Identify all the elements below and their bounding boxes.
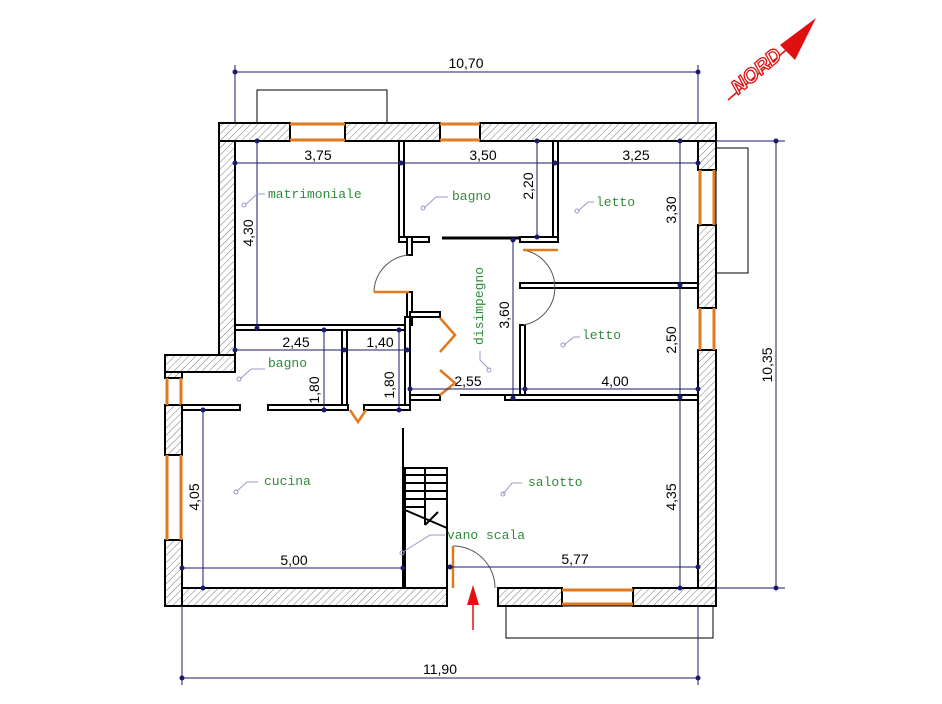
dim-ripostiglio-width: 1,40 — [366, 334, 393, 350]
room-letto-2: letto — [582, 328, 621, 343]
entrance-arrow-icon — [467, 585, 479, 630]
room-disimpegno: disimpegno — [472, 267, 487, 345]
windows — [165, 122, 716, 606]
room-labels: matrimoniale bagno letto disimpegno lett… — [233, 187, 635, 556]
room-salotto: salotto — [528, 475, 583, 490]
room-vano-scala: vano scala — [447, 528, 525, 543]
dim-ripostiglio-height: 1,80 — [381, 371, 397, 398]
dim-bagno-height: 2,20 — [520, 172, 536, 199]
dim-letto2-width: 4,00 — [601, 373, 628, 389]
dim-letto2-height: 2,50 — [663, 326, 679, 353]
room-matrimoniale: matrimoniale — [268, 187, 362, 202]
staircase — [402, 428, 448, 589]
dim-letto-width: 3,25 — [622, 147, 649, 163]
dim-disimpegno-width: 2,55 — [454, 373, 481, 389]
dim-overall-top: 10,70 — [448, 55, 483, 71]
dim-cucina-height: 4,05 — [186, 483, 202, 510]
dim-letto-height: 3,30 — [663, 196, 679, 223]
room-bagno-2: bagno — [268, 356, 307, 371]
dimension-labels: 10,70 11,90 10,35 3,75 3,50 3,25 4,30 2,… — [186, 55, 775, 677]
dim-bagno-width: 3,50 — [469, 147, 496, 163]
balconies — [256, 89, 749, 639]
dim-salotto-width: 5,77 — [561, 551, 588, 567]
dim-cucina-width: 5,00 — [280, 552, 307, 568]
north-arrow-icon: NORD — [726, 18, 816, 101]
room-cucina: cucina — [264, 474, 311, 489]
dim-disimpegno-height: 3,60 — [496, 301, 512, 328]
exterior-walls — [164, 122, 717, 607]
dim-matrimoniale-width: 3,75 — [304, 147, 331, 163]
dim-matrimoniale-height: 4,30 — [240, 219, 256, 246]
dim-salotto-height: 4,35 — [663, 483, 679, 510]
doors — [348, 248, 558, 589]
dim-overall-bottom: 11,90 — [423, 661, 457, 677]
dimension-lines — [179, 65, 785, 685]
interior-walls — [181, 140, 699, 411]
room-bagno: bagno — [452, 189, 491, 204]
dim-bagno2-height: 1,80 — [306, 376, 322, 403]
north-label: NORD — [727, 44, 786, 99]
dim-overall-right: 10,35 — [759, 347, 775, 382]
room-letto: letto — [596, 195, 635, 210]
dim-bagno2-width: 2,45 — [282, 334, 309, 350]
